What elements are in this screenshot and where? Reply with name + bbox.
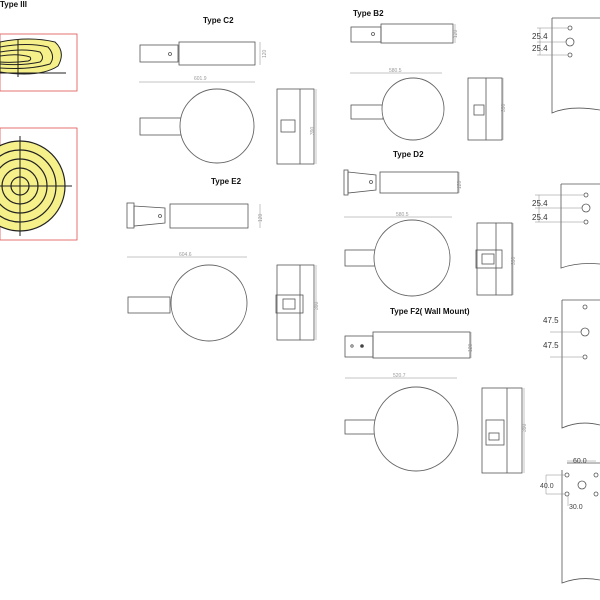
type-d2-drawing: Type D2 120 580.5 390 <box>343 150 517 297</box>
type-d2-title: Type D2 <box>393 150 424 159</box>
type-e2-height: 120 <box>258 213 264 222</box>
type-d2-height: 120 <box>457 180 463 189</box>
type-d2-length: 580.5 <box>396 212 409 218</box>
type-e2-width: 390 <box>314 301 320 310</box>
pole-1-dim-a: 25.4 <box>532 32 548 41</box>
type-f2-width: 390 <box>522 423 528 432</box>
type-c2-width: 390 <box>310 126 316 135</box>
type-e2-length: 604.6 <box>179 252 192 258</box>
pole-drilling-3: 47.5 47.5 <box>543 299 600 429</box>
type-f2-title: Type F2( Wall Mount) <box>390 307 470 316</box>
type-b2-width: 390 <box>501 103 507 112</box>
type-c2-title: Type C2 <box>203 16 234 25</box>
photometric-title: Type III <box>0 0 27 9</box>
pole-drilling-1: 25.4 25.4 <box>532 17 600 114</box>
type-f2-drawing: Type F2( Wall Mount) 120 520.7 390 <box>344 307 528 474</box>
pole-2-dim-a: 25.4 <box>532 199 548 208</box>
pole-1-dim-b: 25.4 <box>532 44 548 53</box>
pole-3-dim-b: 47.5 <box>543 341 559 350</box>
pole-4-dim-b: 40.0 <box>540 483 554 490</box>
type-b2-title: Type B2 <box>353 9 384 18</box>
type-f2-height: 120 <box>468 343 474 352</box>
type-b2-height: 120 <box>453 29 459 38</box>
photometric-side-diagram <box>0 33 78 92</box>
photometric-top-diagram <box>0 127 78 241</box>
type-d2-width: 390 <box>511 256 517 265</box>
pole-drilling-2: 25.4 25.4 <box>532 183 600 269</box>
pole-4-dim-c: 30.0 <box>569 504 583 511</box>
type-b2-length: 580.5 <box>389 68 402 74</box>
type-e2-drawing: Type E2 120 604.6 390 <box>126 177 320 342</box>
pole-4-dim-a: 60.0 <box>573 458 587 465</box>
type-c2-height: 120 <box>262 49 268 58</box>
type-c2-drawing: Type C2 120 601.9 390 <box>139 16 317 165</box>
pole-2-dim-b: 25.4 <box>532 213 548 222</box>
type-f2-length: 520.7 <box>393 373 406 379</box>
type-e2-title: Type E2 <box>211 177 242 186</box>
pole-drilling-4: 60.0 40.0 30.0 <box>540 458 600 584</box>
type-c2-length: 601.9 <box>194 76 207 82</box>
pole-3-dim-a: 47.5 <box>543 316 559 325</box>
type-b2-drawing: Type B2 120 580.5 390 <box>350 9 507 141</box>
